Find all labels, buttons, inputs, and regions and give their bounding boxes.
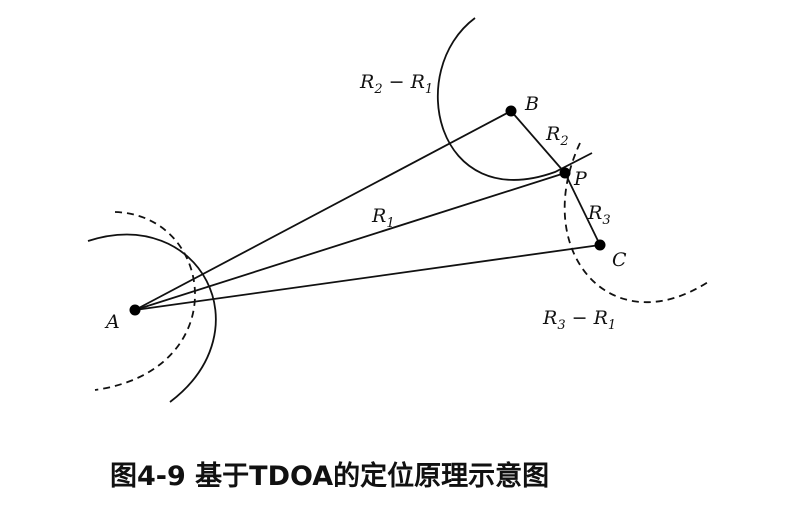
point-b <box>505 105 517 117</box>
dashed-arc-around-a <box>94 211 196 391</box>
solid-arc-r2-minus-r1 <box>436 17 593 181</box>
solid-arc-around-a <box>87 233 217 403</box>
label-r3: R3 <box>587 202 611 228</box>
label-r2: R2 <box>545 123 569 149</box>
label-b: B <box>524 93 539 115</box>
point-c <box>594 239 606 251</box>
label-a: A <box>104 311 120 333</box>
dashed-arc-r3-minus-r1 <box>563 142 709 304</box>
line-a-c <box>134 244 601 311</box>
label-r2-minus-r1: R2 − R1 <box>359 71 433 97</box>
label-r3-minus-r1: R3 − R1 <box>542 307 616 333</box>
line-b-p <box>510 110 566 174</box>
label-r1: R1 <box>371 205 395 231</box>
label-c: C <box>612 249 627 271</box>
label-p: P <box>573 168 588 190</box>
line-a-b <box>134 110 512 311</box>
figure-caption: 图4-9 基于TDOA的定位原理示意图 <box>110 460 549 492</box>
line-a-p <box>134 172 566 311</box>
line-p-c <box>564 172 601 246</box>
point-p <box>559 167 571 179</box>
point-a <box>129 304 141 316</box>
